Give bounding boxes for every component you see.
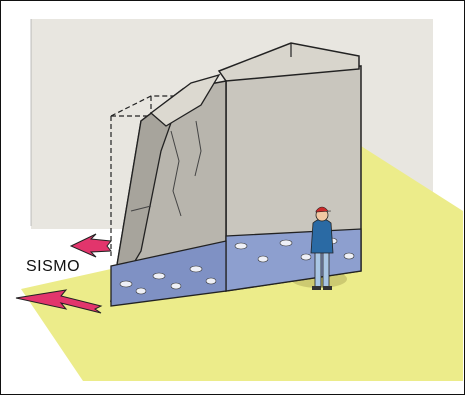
sismo-label: SISMO: [26, 258, 80, 276]
